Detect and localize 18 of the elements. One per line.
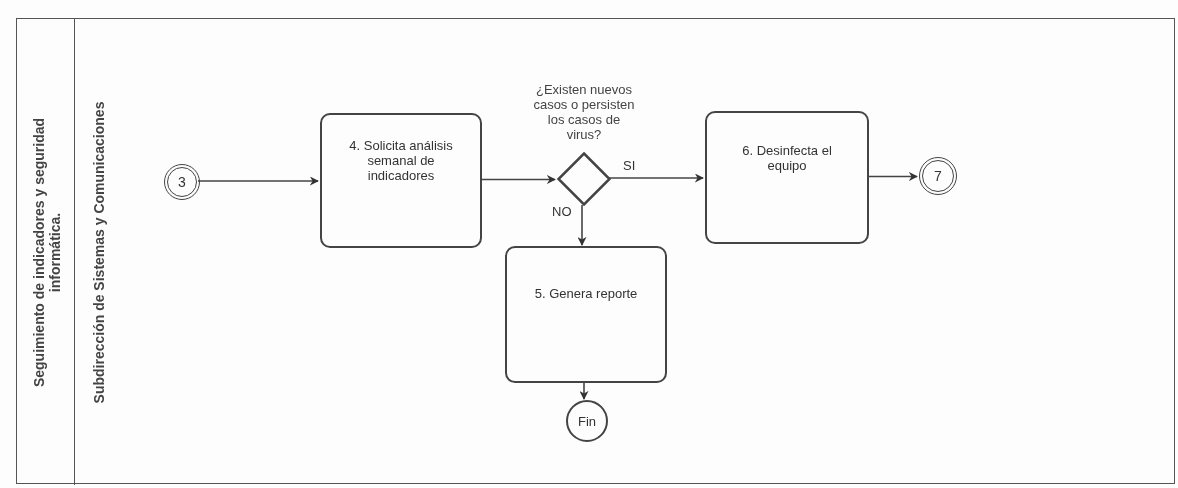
edge-label: NO: [551, 204, 573, 219]
end-event-circle: Fin: [566, 400, 608, 442]
pool-title: Seguimiento de indicadores y seguridad informática.: [28, 116, 63, 389]
task-box: [705, 111, 869, 244]
task-label: 5. Genera reporte: [533, 284, 639, 303]
arrow: [577, 204, 587, 246]
task-box: [320, 113, 482, 248]
arrow: [866, 172, 918, 181]
task-box: [505, 246, 667, 383]
lane-title: Subdirección de Sistemas y Comunicaciones: [88, 100, 108, 405]
decision-question: ¿Existen nuevos casos o persisten los casos de virus?: [532, 81, 636, 144]
arrow: [479, 175, 556, 184]
arrow: [197, 176, 319, 186]
arrow: [579, 381, 589, 400]
task-label: 6. Desinfecta el equipo: [741, 142, 833, 175]
task-label: 4. Solicita análisis semanal de indicadores: [348, 136, 454, 185]
edge-label: SI: [622, 158, 637, 173]
arrow: [608, 173, 704, 183]
